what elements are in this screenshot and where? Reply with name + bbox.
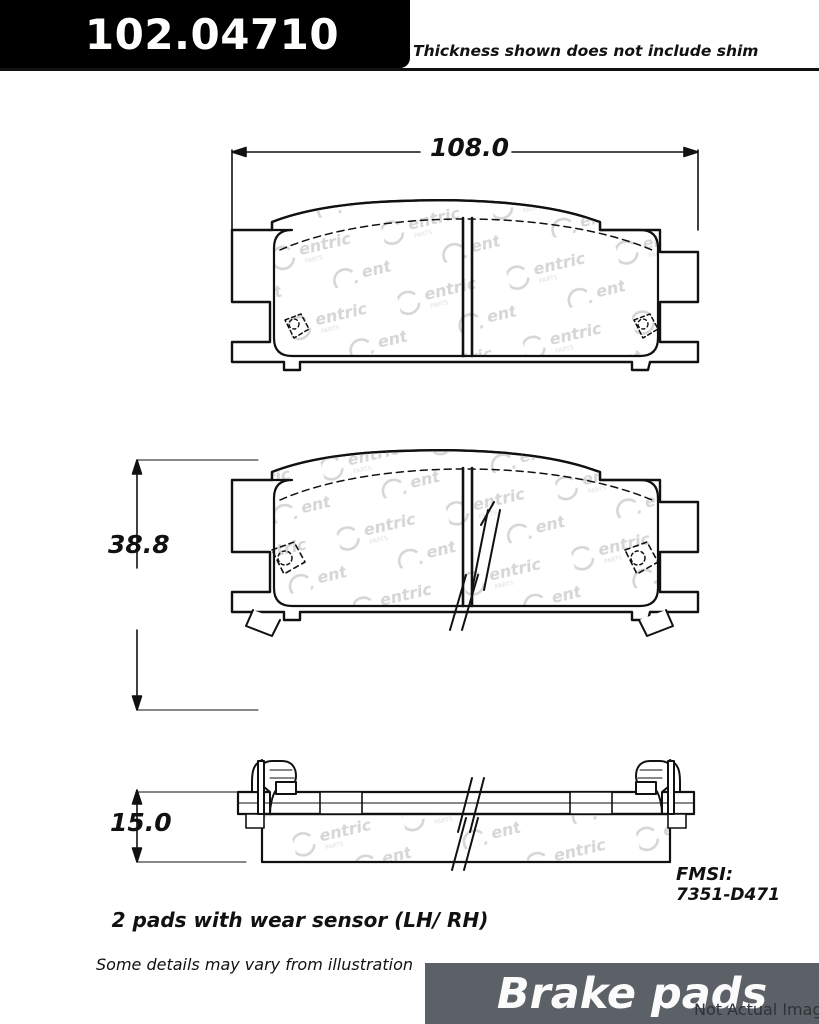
part-number-banner (0, 0, 410, 68)
footer-banner (425, 963, 819, 1024)
width-dimension (231, 146, 699, 231)
edge-view (236, 759, 696, 871)
height-dimension (131, 459, 259, 711)
thickness-note: Thickness shown does not include shim (413, 42, 759, 60)
thickness-dimension-label: 15.0 (110, 808, 172, 837)
illustration-disclaimer: Some details may vary from illustration (96, 955, 413, 974)
pad-set-caption: 2 pads with wear sensor (LH/ RH) (111, 908, 489, 932)
height-dimension-label: 38.8 (108, 530, 170, 559)
part-number: 102.04710 (84, 9, 340, 59)
technical-drawing: entric PARTS ent (0, 70, 819, 910)
fmsi-label: FMSI: (676, 864, 734, 885)
front-view (230, 198, 700, 372)
not-actual-image-note: Not Actual Image (694, 1000, 819, 1019)
header-divider (0, 68, 819, 71)
product-category-title: Brake pads (496, 969, 768, 1019)
width-dimension-label: 108.0 (430, 133, 510, 162)
thickness-dimension (131, 789, 247, 863)
back-view (230, 448, 700, 637)
fmsi-block: FMSI: 7351-D471 (676, 864, 780, 905)
fmsi-value: 7351-D471 (676, 885, 780, 906)
